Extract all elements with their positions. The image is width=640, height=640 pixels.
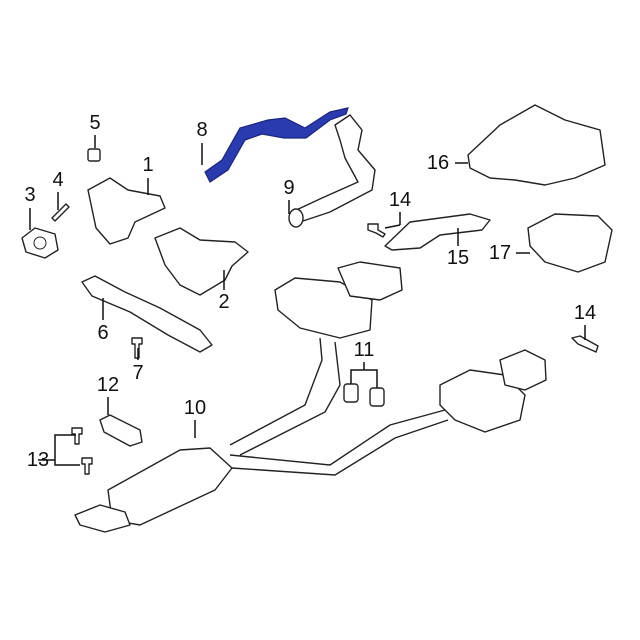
callout-14-upper[interactable]: 14	[388, 189, 412, 211]
part-15-heat-shield[interactable]	[384, 213, 491, 251]
callout-3[interactable]: 3	[24, 184, 36, 206]
part-7-bolt[interactable]	[131, 337, 143, 359]
part-10-resonator[interactable]	[107, 447, 233, 526]
part-2-converter[interactable]	[154, 227, 249, 296]
callout-13[interactable]: 13	[26, 449, 50, 471]
part-9-pipe[interactable]	[291, 114, 376, 223]
callout-10[interactable]: 10	[183, 397, 207, 419]
part-12-hanger[interactable]	[99, 414, 143, 447]
part-11-isolator-a[interactable]	[343, 383, 359, 403]
front-tips[interactable]	[74, 504, 131, 533]
part-6-bracket[interactable]	[81, 275, 213, 353]
part-14-bolt-b[interactable]	[571, 335, 599, 353]
callout-2[interactable]: 2	[218, 291, 230, 313]
part-17-heat-shield[interactable]	[527, 213, 613, 273]
part-9-clamp[interactable]	[288, 208, 304, 228]
part-8-front-pipe[interactable]	[204, 107, 349, 183]
callout-9[interactable]: 9	[283, 177, 295, 199]
part-1-converter[interactable]	[87, 177, 166, 245]
callout-11[interactable]: 11	[353, 339, 375, 361]
center-muffler[interactable]	[274, 277, 373, 339]
callout-12[interactable]: 12	[96, 374, 120, 396]
callout-6[interactable]: 6	[97, 322, 109, 344]
crossover-pipes	[229, 337, 449, 476]
callout-8[interactable]: 8	[196, 119, 208, 141]
part-13-bolt-b[interactable]	[81, 457, 93, 475]
callout-7[interactable]: 7	[132, 362, 144, 384]
callout-17[interactable]: 17	[488, 242, 512, 264]
callout-14-right[interactable]: 14	[573, 302, 597, 324]
callout-4[interactable]: 4	[52, 169, 64, 191]
leader-lines	[29, 135, 586, 466]
right-tips[interactable]	[499, 349, 547, 391]
callout-5[interactable]: 5	[89, 112, 101, 134]
part-11-isolator-b[interactable]	[369, 387, 385, 407]
callout-1[interactable]: 1	[142, 154, 154, 176]
part-4-stud[interactable]	[51, 203, 70, 222]
left-tips[interactable]	[337, 261, 403, 301]
part-5-nut[interactable]	[87, 148, 101, 162]
part-16-heat-shield[interactable]	[467, 104, 606, 186]
part-13-bolt-a[interactable]	[71, 427, 83, 445]
callout-16[interactable]: 16	[426, 152, 450, 174]
callout-15[interactable]: 15	[446, 247, 470, 269]
part-14-bolt-a[interactable]	[367, 223, 386, 238]
